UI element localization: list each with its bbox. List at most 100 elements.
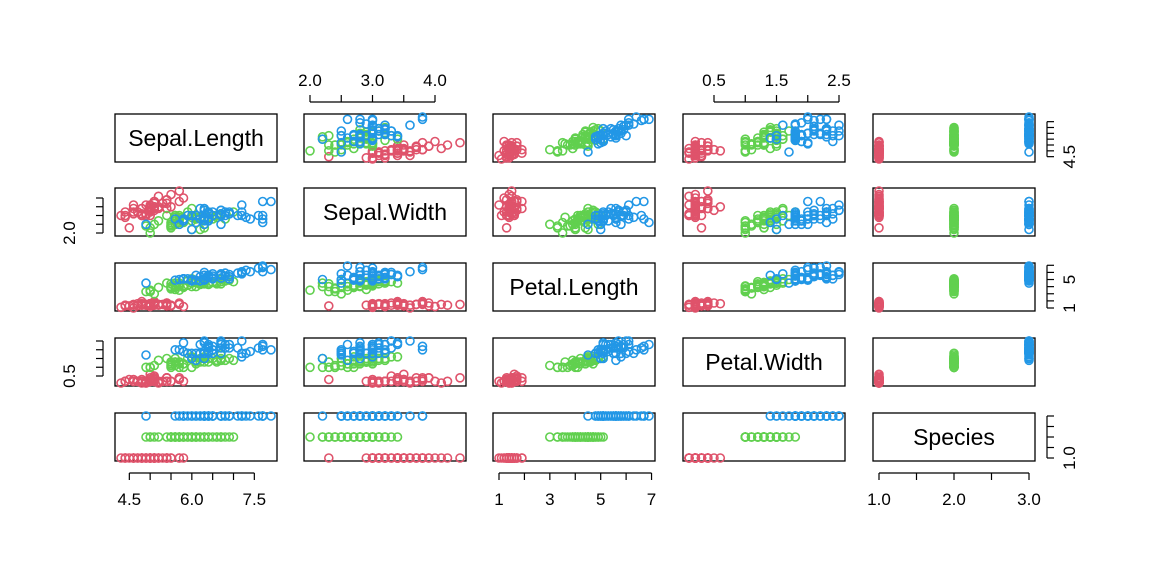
data-point: [237, 268, 247, 279]
data-point: [1024, 147, 1034, 157]
data-point: [771, 411, 782, 421]
data-point: [874, 186, 884, 196]
data-point: [124, 301, 135, 311]
data-point: [124, 453, 135, 463]
data-point: [174, 357, 185, 367]
data-point: [367, 280, 378, 291]
data-point: [367, 273, 378, 284]
data-point: [386, 130, 397, 141]
data-point: [752, 432, 763, 442]
variable-label-petal-width: Petal.Width: [705, 349, 823, 375]
data-point: [367, 344, 378, 355]
data-point: [752, 280, 763, 291]
data-point: [802, 214, 813, 224]
data-point: [361, 153, 372, 163]
data-point: [552, 223, 563, 233]
data-point: [430, 136, 440, 147]
data-point: [504, 189, 515, 200]
data-point: [777, 432, 788, 442]
data-point: [153, 355, 164, 366]
data-point: [809, 123, 819, 134]
data-point: [386, 432, 397, 442]
data-point: [544, 144, 555, 155]
data-point: [595, 346, 606, 357]
tick-label: 2.0: [60, 221, 79, 245]
data-point: [266, 344, 276, 355]
data-point: [771, 141, 782, 151]
data-point: [392, 144, 403, 155]
tick-label: 1: [494, 490, 503, 509]
data-point: [373, 339, 384, 350]
data-point: [821, 271, 832, 282]
data-point: [367, 355, 378, 366]
data-point: [207, 411, 218, 421]
tick-label: 7.5: [243, 490, 267, 509]
variable-label-sepal-length: Sepal.Length: [128, 125, 264, 151]
panel-frame-r3-c0: [114, 337, 278, 387]
data-point: [623, 118, 634, 128]
data-point: [330, 147, 340, 157]
data-point: [796, 274, 807, 285]
data-point: [506, 191, 517, 202]
data-point: [361, 453, 372, 463]
data-point: [355, 432, 365, 442]
data-point: [639, 196, 649, 207]
data-point: [386, 146, 397, 156]
data-point: [367, 148, 378, 158]
data-point: [777, 268, 788, 279]
data-point: [323, 432, 334, 442]
data-point: [715, 453, 726, 463]
data-point: [367, 374, 378, 385]
data-point: [392, 432, 403, 442]
data-point: [257, 411, 268, 421]
data-point: [690, 453, 701, 463]
data-point: [336, 288, 347, 299]
data-point: [796, 216, 807, 226]
data-point: [949, 137, 959, 148]
data-point: [949, 360, 959, 371]
data-point: [323, 146, 334, 156]
data-point: [323, 453, 334, 463]
data-point: [802, 210, 813, 221]
data-point: [373, 453, 384, 463]
data-point: [266, 264, 276, 275]
data-point: [237, 200, 247, 210]
data-point: [216, 219, 226, 230]
data-point: [342, 114, 353, 125]
data-point: [367, 358, 378, 369]
data-point: [802, 112, 813, 122]
data-point: [355, 281, 365, 291]
data-point: [392, 132, 403, 142]
data-point: [616, 219, 626, 230]
data-point: [398, 146, 409, 156]
data-point: [128, 200, 139, 210]
scatter-panel-r0-c3: [684, 112, 844, 164]
data-point: [1024, 216, 1034, 226]
data-point: [170, 432, 180, 442]
data-point: [802, 273, 813, 283]
data-point: [821, 132, 832, 142]
data-point: [373, 123, 384, 134]
data-point: [777, 411, 788, 421]
data-point: [690, 142, 701, 153]
data-point: [405, 453, 415, 463]
data-point: [398, 298, 409, 309]
data-point: [771, 134, 782, 144]
data-point: [618, 411, 629, 421]
data-point: [827, 130, 838, 141]
data-point: [809, 209, 819, 219]
data-point: [623, 114, 634, 125]
data-point: [195, 271, 205, 282]
data-point: [702, 141, 713, 151]
data-point: [373, 376, 384, 387]
data-point: [746, 432, 757, 442]
panel-frame-r0-c4: [872, 113, 1036, 163]
data-point: [746, 219, 757, 230]
data-point: [1024, 344, 1034, 355]
data-point: [949, 132, 959, 142]
data-point: [361, 376, 372, 387]
data-point: [639, 341, 649, 352]
data-point: [746, 144, 757, 155]
data-point: [367, 432, 378, 442]
data-point: [557, 228, 568, 238]
